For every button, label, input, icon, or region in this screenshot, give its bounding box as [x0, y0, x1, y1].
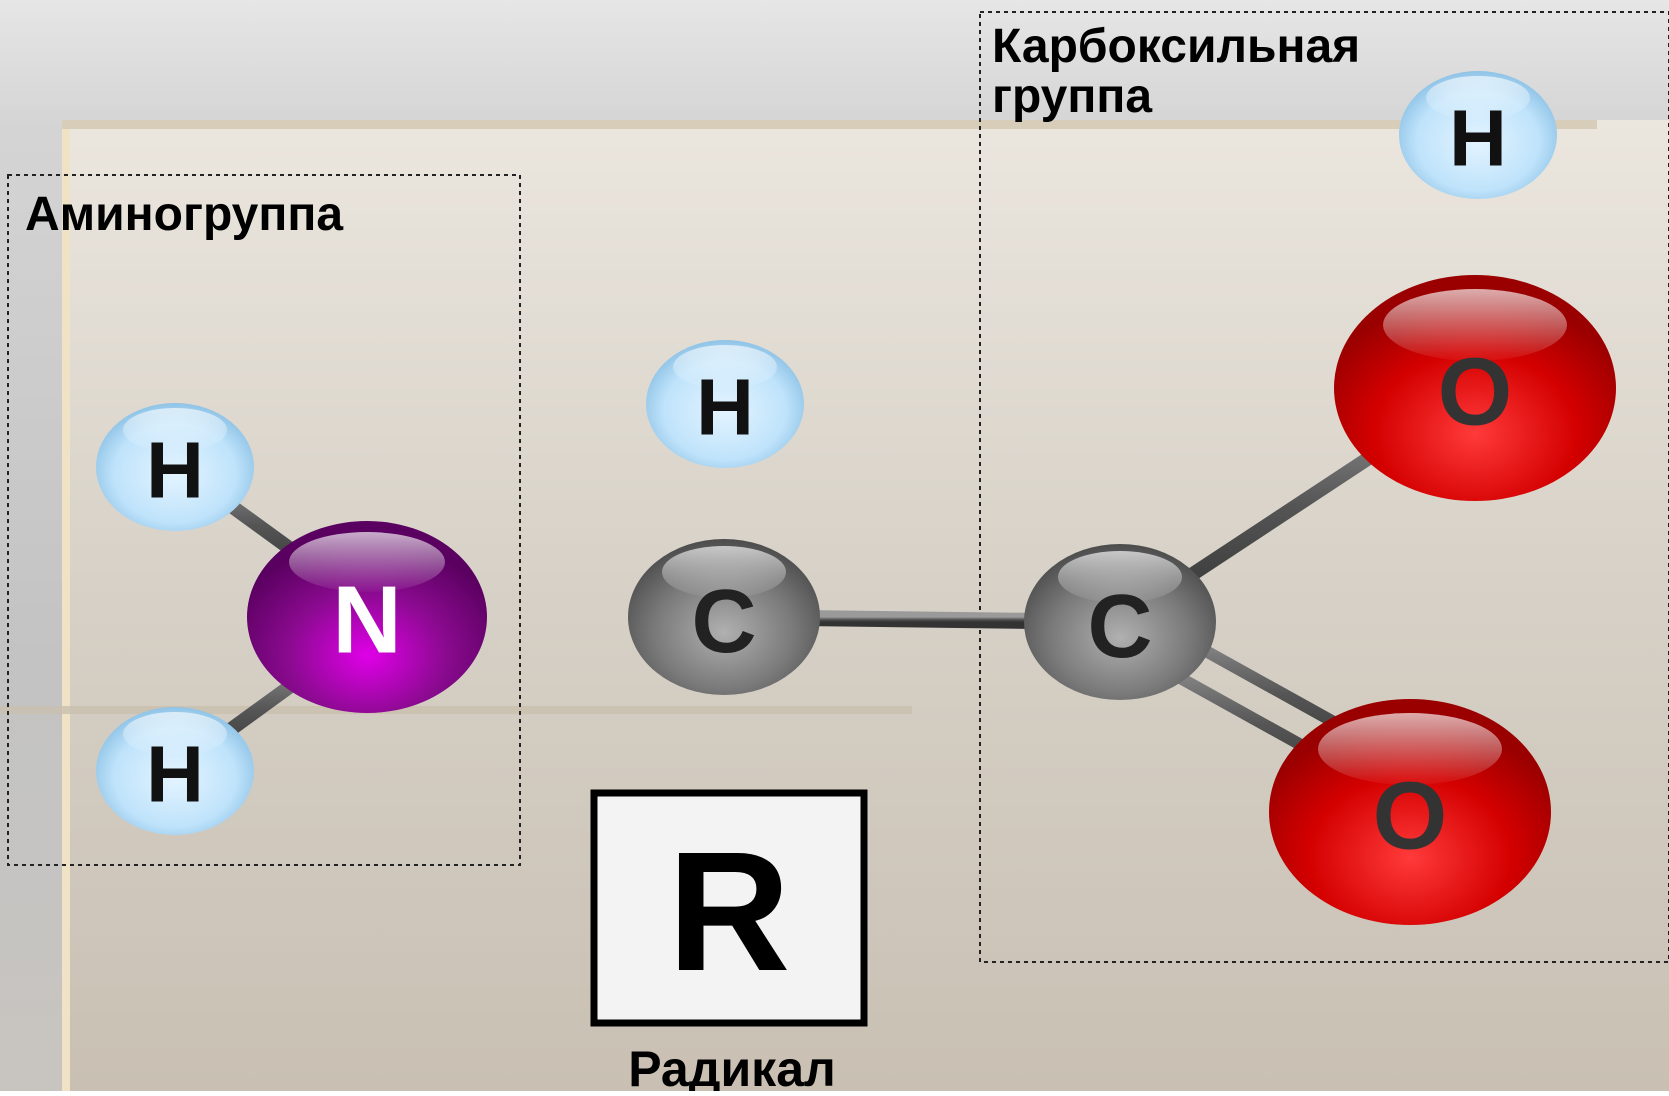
amino-group-label: Аминогруппа: [25, 188, 343, 241]
atom-h-alpha-symbol: H: [696, 363, 754, 452]
panel-edge-left: [62, 120, 70, 1091]
atom-c-carboxyl: C: [1024, 544, 1216, 700]
atom-h-amino-top-symbol: H: [146, 426, 204, 515]
atom-n-symbol: N: [332, 567, 401, 674]
atom-o-carbonyl-symbol: O: [1373, 763, 1448, 870]
radical-symbol: R: [668, 817, 791, 1007]
atom-c-carboxyl-symbol: C: [1088, 577, 1153, 677]
atom-h-hydroxyl-symbol: H: [1449, 94, 1507, 183]
atom-h-alpha: H: [646, 340, 804, 468]
panel-edge-mid: [0, 706, 912, 714]
atom-o-carbonyl: O: [1269, 699, 1551, 925]
panel-edge-top: [62, 120, 1597, 129]
carboxyl-group-label-line1: Карбоксильная: [992, 20, 1360, 73]
carboxyl-group-label-line2: группа: [992, 70, 1152, 123]
amino-group-box: [7, 174, 521, 866]
atom-h-hydroxyl: H: [1399, 71, 1557, 199]
radical-label: Радикал: [628, 1041, 836, 1091]
carboxyl-group-box: [979, 11, 1669, 963]
atom-c-alpha-symbol: C: [692, 572, 757, 672]
atom-o-hydroxyl-symbol: O: [1438, 339, 1513, 446]
radical-box: R: [590, 789, 868, 1027]
atom-h-amino-bottom-symbol: H: [146, 730, 204, 819]
atom-h-amino-top: H: [96, 403, 254, 531]
atom-o-hydroxyl: O: [1334, 275, 1616, 501]
atom-n: N: [247, 521, 487, 713]
atom-c-alpha: C: [628, 539, 820, 695]
atom-h-amino-bottom: H: [96, 707, 254, 835]
